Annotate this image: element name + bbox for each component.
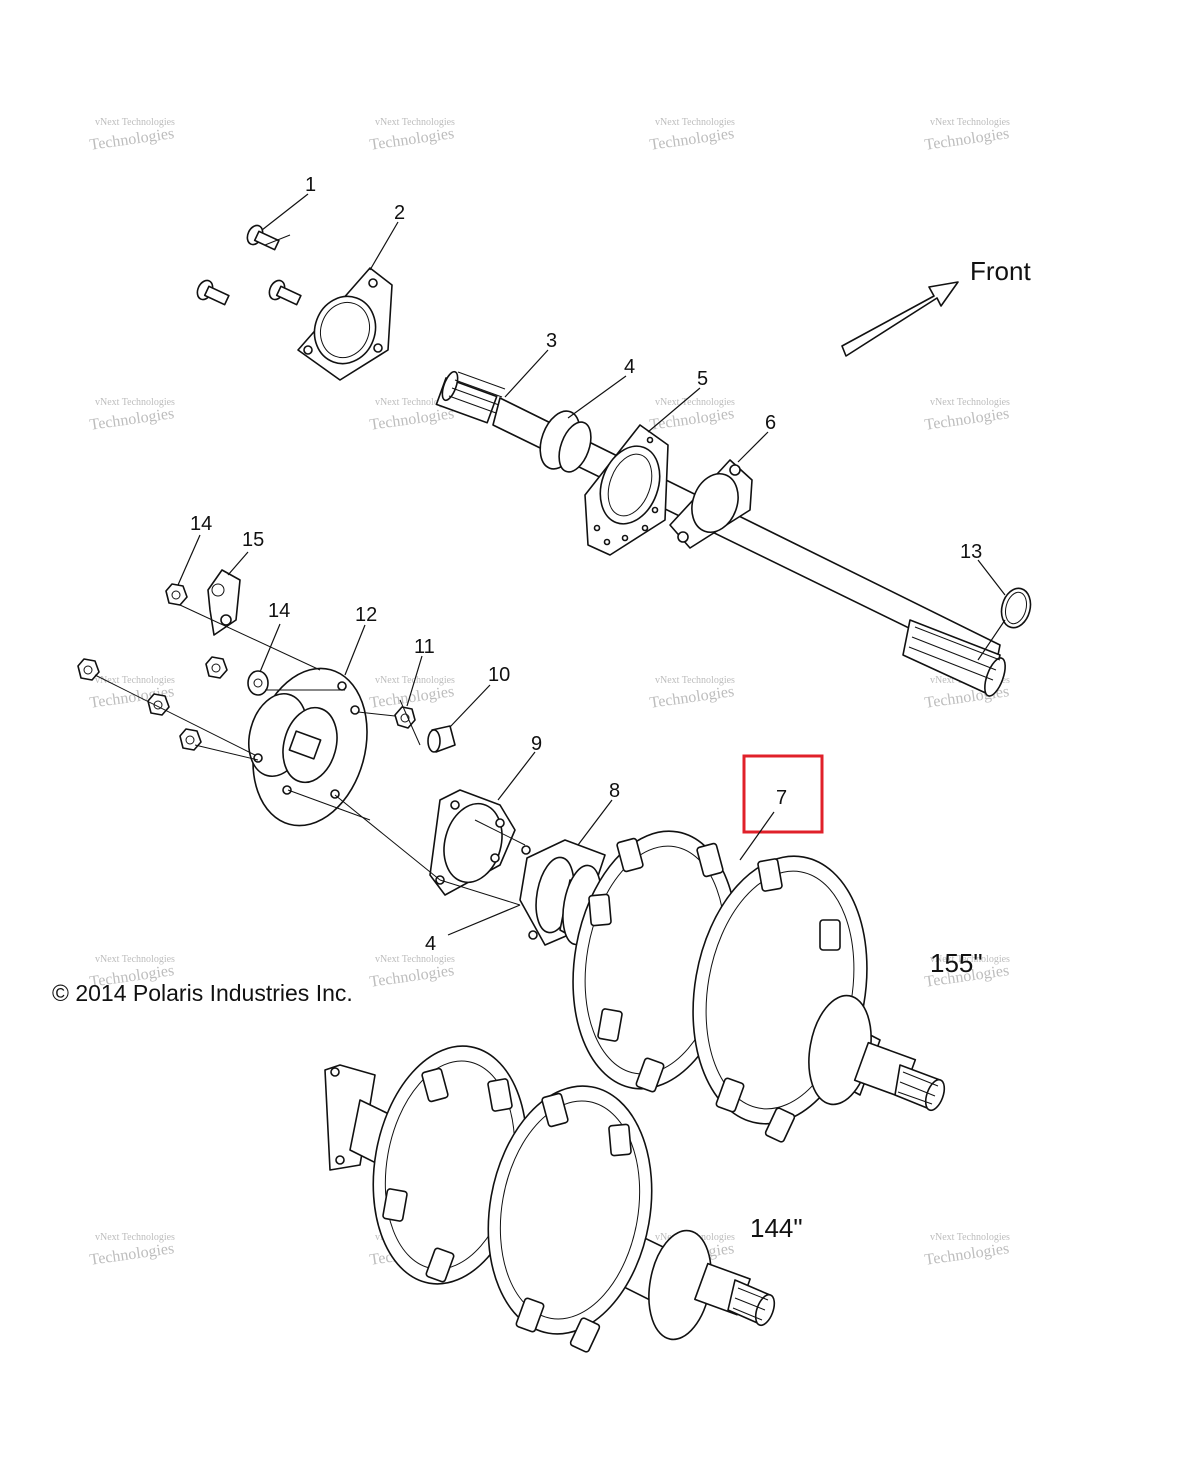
watermark: vNext Technologies Technologies bbox=[89, 1232, 176, 1269]
watermark-big: Technologies bbox=[649, 683, 736, 712]
callout-11: 11 bbox=[414, 636, 435, 658]
watermark-small: vNext Technologies bbox=[375, 954, 455, 965]
watermark-small: vNext Technologies bbox=[95, 1232, 175, 1243]
front-arrow: Front bbox=[841, 256, 1031, 357]
front-label: Front bbox=[970, 256, 1031, 286]
watermark-small: vNext Technologies bbox=[930, 954, 1010, 965]
watermark-small: vNext Technologies bbox=[655, 117, 735, 128]
callout-4b: 4 bbox=[425, 933, 436, 955]
drive-assembly-144 bbox=[324, 1045, 776, 1353]
watermark: vNext Technologies Technologies bbox=[369, 954, 456, 991]
watermark: vNext Technologies Technologies bbox=[924, 397, 1011, 434]
watermark-small: vNext Technologies bbox=[375, 397, 455, 408]
length-144-label: 144" bbox=[750, 1213, 803, 1243]
watermark-big: Technologies bbox=[369, 962, 456, 991]
callout-7[interactable]: 7 bbox=[776, 787, 787, 809]
watermark-big: Technologies bbox=[89, 405, 176, 434]
watermark-big: Technologies bbox=[924, 125, 1011, 154]
part-2-flange bbox=[297, 267, 393, 381]
watermark-big: Technologies bbox=[924, 1240, 1011, 1269]
watermark-big: Technologies bbox=[89, 125, 176, 154]
watermark-big: Technologies bbox=[649, 405, 736, 434]
part-7-drive-assembly-155 bbox=[559, 830, 946, 1143]
highlight-box-7 bbox=[742, 754, 824, 834]
callout-10: 10 bbox=[488, 664, 510, 686]
watermark-small: vNext Technologies bbox=[95, 397, 175, 408]
callout-14a: 14 bbox=[190, 513, 212, 535]
watermark-small: vNext Technologies bbox=[930, 1232, 1010, 1243]
part-5-bearing-flange bbox=[584, 424, 669, 556]
callout-13: 13 bbox=[960, 541, 982, 563]
watermark: vNext Technologies Technologies bbox=[369, 675, 456, 712]
watermark-small: vNext Technologies bbox=[655, 397, 735, 408]
watermark-small: vNext Technologies bbox=[375, 117, 455, 128]
copyright-text: © 2014 Polaris Industries Inc. bbox=[52, 980, 353, 1006]
callout-9: 9 bbox=[531, 733, 542, 755]
callout-8: 8 bbox=[609, 780, 620, 802]
watermark-small: vNext Technologies bbox=[930, 117, 1010, 128]
watermark-small: vNext Technologies bbox=[95, 675, 175, 686]
watermark-big: Technologies bbox=[369, 125, 456, 154]
part-9-gasket bbox=[429, 789, 516, 896]
watermark-big: Technologies bbox=[369, 405, 456, 434]
length-155-label: 155" bbox=[930, 948, 983, 978]
watermark: vNext Technologies Technologies bbox=[924, 1232, 1011, 1269]
callout-3: 3 bbox=[546, 330, 557, 352]
watermark: vNext Technologies Technologies bbox=[649, 397, 736, 434]
callout-6: 6 bbox=[765, 412, 776, 434]
watermark: vNext Technologies Technologies bbox=[649, 117, 736, 154]
part-14-nuts bbox=[77, 583, 269, 751]
callout-4: 4 bbox=[624, 356, 635, 378]
watermark: vNext Technologies Technologies bbox=[369, 117, 456, 154]
part-13-o-ring bbox=[1000, 587, 1032, 629]
callout-12: 12 bbox=[355, 604, 377, 626]
part-10-plug bbox=[427, 725, 456, 753]
watermark: vNext Technologies Technologies bbox=[89, 117, 176, 154]
callout-15: 15 bbox=[242, 529, 264, 551]
part-1-bolts bbox=[196, 224, 302, 306]
watermark-small: vNext Technologies bbox=[655, 675, 735, 686]
callout-1: 1 bbox=[305, 174, 316, 196]
callout-14b: 14 bbox=[268, 600, 290, 622]
watermark-big: Technologies bbox=[924, 405, 1011, 434]
watermark-big: Technologies bbox=[89, 1240, 176, 1269]
watermark-big: Technologies bbox=[649, 125, 736, 154]
assembly-lines bbox=[94, 234, 526, 906]
watermark-small: vNext Technologies bbox=[95, 954, 175, 965]
watermark: vNext Technologies Technologies bbox=[649, 675, 736, 712]
callout-2: 2 bbox=[394, 202, 405, 224]
watermark-small: vNext Technologies bbox=[95, 117, 175, 128]
part-6-gasket bbox=[669, 459, 753, 549]
watermark-small: vNext Technologies bbox=[930, 397, 1010, 408]
watermark-big: Technologies bbox=[369, 683, 456, 712]
watermark: vNext Technologies Technologies bbox=[924, 117, 1011, 154]
part-12-hub bbox=[248, 667, 368, 827]
callout-5: 5 bbox=[697, 368, 708, 390]
callouts: 1 2 3 4 5 6 13 14 15 14 12 11 10 9 8 7 bbox=[177, 174, 1006, 955]
watermark: vNext Technologies Technologies bbox=[89, 397, 176, 434]
part-15-clip bbox=[207, 569, 241, 636]
